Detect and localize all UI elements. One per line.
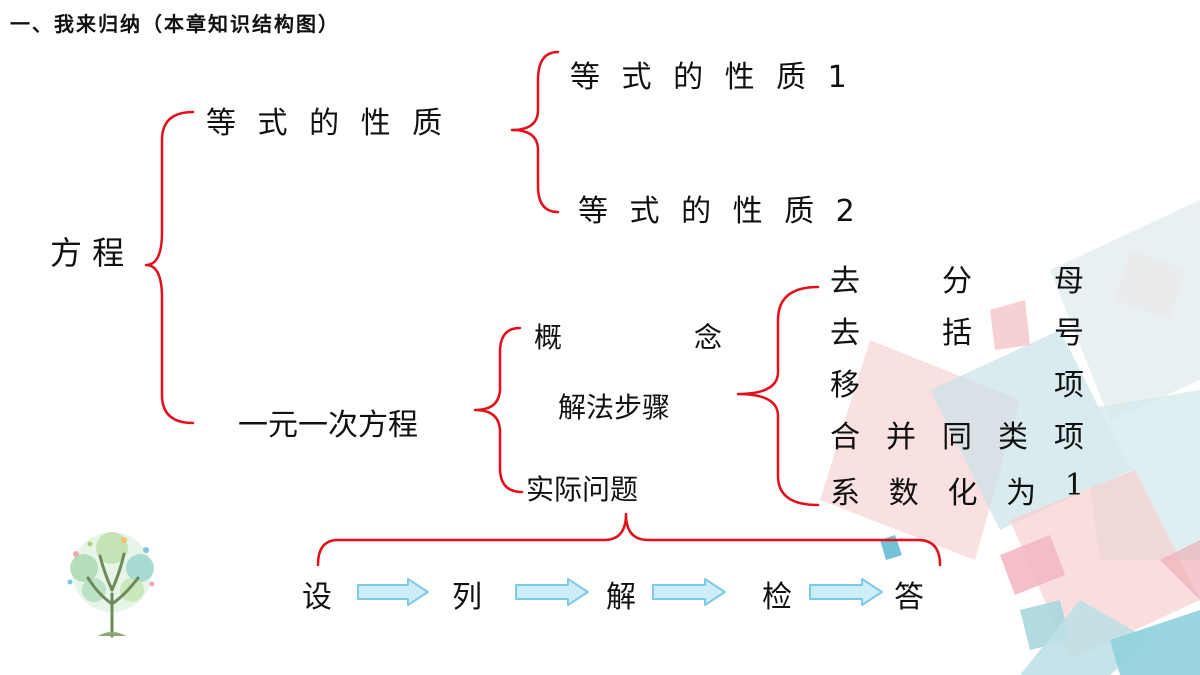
step-brackets: 去 括 号 [830,316,1084,351]
root-node: 方 程 [50,234,125,272]
equality-bracket [510,50,560,214]
flow-step-answer: 答 [894,580,924,615]
page-title: 一、我来归纳（本章知识结构图） [10,12,340,36]
equality-property-2-node: 等 式 的 性 质 2 [578,194,861,229]
flow-arrows [357,578,883,606]
step-transpose: 移 项 [830,368,1084,403]
concept-node: 概 念 [534,316,722,356]
equality-property-1-node: 等 式 的 性 质 1 [570,60,853,95]
step-denominator: 去 分 母 [830,264,1084,299]
flow-step-list: 列 [452,580,482,615]
root-bracket [144,110,195,425]
arrow-3 [652,578,726,606]
application-node: 实际问题 [526,473,639,506]
arrow-1 [357,578,429,606]
steps-bracket [736,285,820,507]
arrow-2 [515,578,589,606]
solving-steps-node: 解法步骤 [558,391,671,424]
step-coefficient-to-one: 系 数 化 为 1 [830,468,1084,511]
concept-left-char: 概 [534,321,563,354]
flow-step-solve: 解 [606,580,636,615]
equality-properties-node: 等 式 的 性 质 [206,106,449,141]
application-bracket [316,512,942,567]
concept-right-char: 念 [693,321,722,354]
linear-equation-node: 一元一次方程 [238,408,418,443]
flow-step-check: 检 [762,580,792,615]
linear-bracket [473,326,524,494]
step-combine-like-terms: 合 并 同 类 项 [830,420,1084,455]
flow-step-set: 设 [302,580,332,615]
arrow-4 [809,578,883,606]
tree-icon [67,532,155,638]
